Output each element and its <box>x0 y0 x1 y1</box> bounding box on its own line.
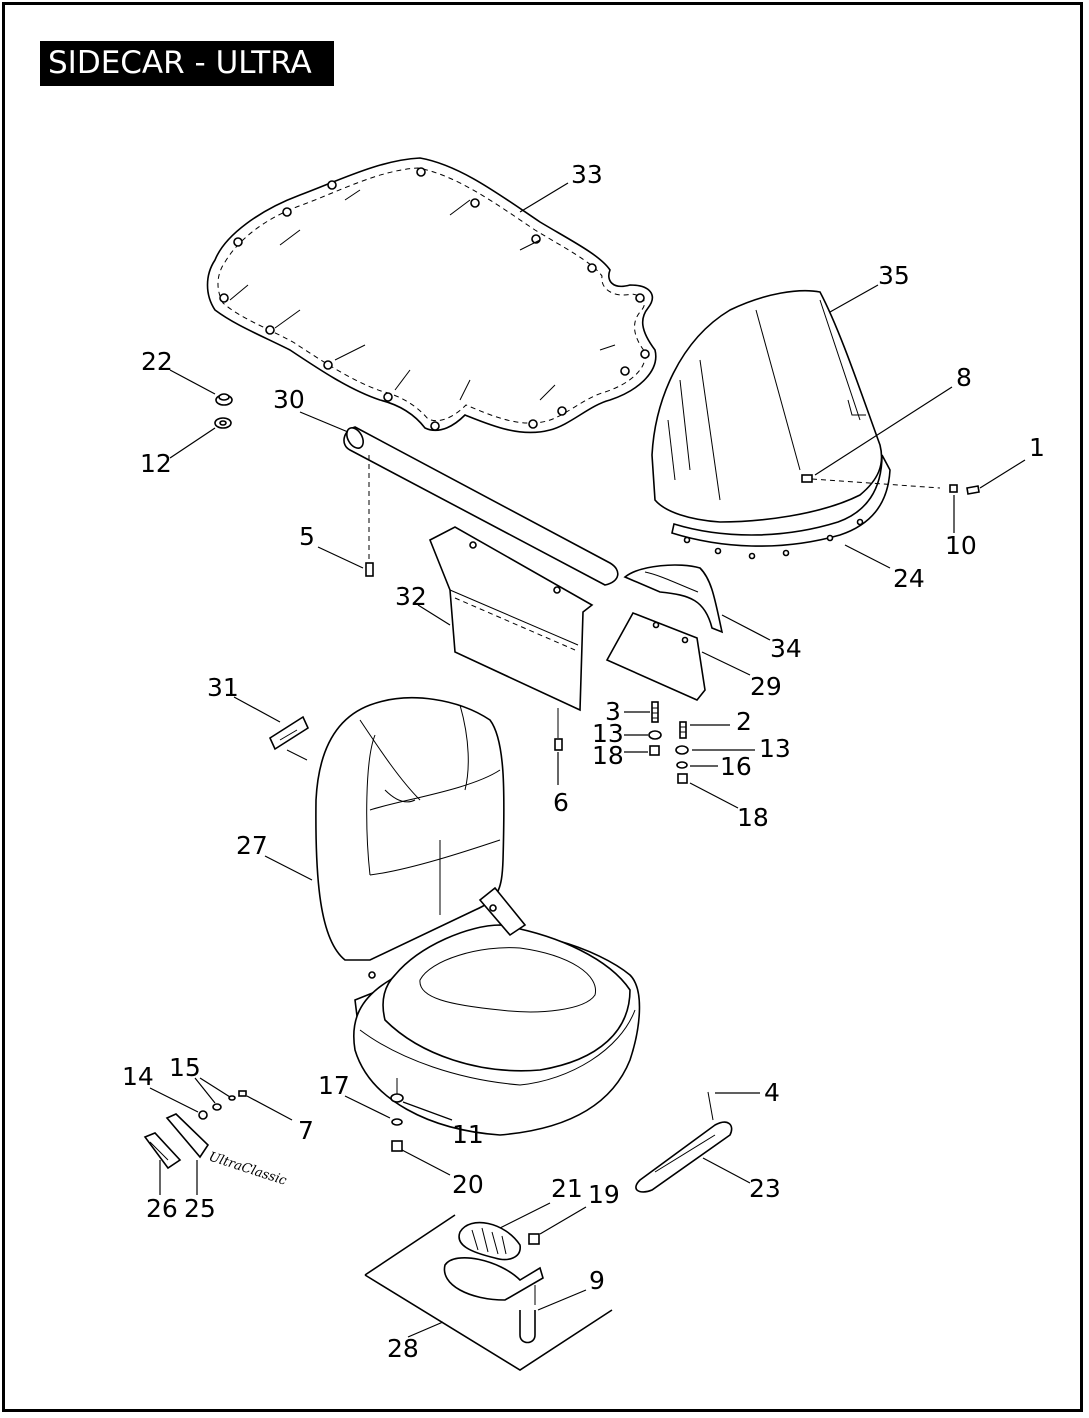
ultraclassic-script: UltraClassic <box>207 1150 289 1189</box>
callout-3: 3 <box>605 697 621 726</box>
callout-20: 20 <box>452 1170 484 1199</box>
callout-18-right: 18 <box>737 803 769 832</box>
callout-16: 16 <box>720 752 752 781</box>
part-28-floor-outline <box>364 1214 613 1371</box>
part-23-floorboard <box>635 1121 733 1193</box>
part-16-lockwasher <box>676 761 688 769</box>
callout-12: 12 <box>140 449 172 478</box>
part-2-stud <box>679 721 687 739</box>
part-15-washers <box>212 1095 236 1111</box>
callout-11: 11 <box>452 1120 484 1149</box>
callout-10: 10 <box>945 531 977 560</box>
part-7-screw <box>238 1090 247 1097</box>
callout-24: 24 <box>893 564 925 593</box>
callout-8: 8 <box>956 363 972 392</box>
callout-18-left: 18 <box>592 741 624 770</box>
callout-13-left: 13 <box>592 719 624 748</box>
part-9-u-bolt <box>519 1285 536 1344</box>
callout-29: 29 <box>750 672 782 701</box>
callout-13-right: 13 <box>759 734 791 763</box>
part-6-screw <box>554 708 563 751</box>
part-1-screw <box>966 485 980 495</box>
callout-27: 27 <box>236 831 268 860</box>
callout-4: 4 <box>764 1078 780 1107</box>
callout-21: 21 <box>551 1174 583 1203</box>
callout-6: 6 <box>553 788 569 817</box>
part-19-nut <box>528 1233 540 1245</box>
part-27-seat <box>315 696 641 1136</box>
callout-5: 5 <box>299 522 315 551</box>
part-5-screw <box>365 562 374 577</box>
callout-34: 34 <box>770 634 802 663</box>
part-11-washer <box>390 1078 404 1126</box>
part-32-storage-pouch <box>428 526 594 712</box>
part-3-stud <box>651 701 659 723</box>
callout-17: 17 <box>318 1071 350 1100</box>
part-18-nut-left <box>649 745 660 756</box>
part-13-washer-right <box>675 745 689 755</box>
part-33-tonneau-cover <box>206 157 657 434</box>
callout-7: 7 <box>298 1116 314 1145</box>
part-34-hand-grip <box>623 564 724 634</box>
callout-32: 32 <box>395 582 427 611</box>
callout-14: 14 <box>122 1062 154 1091</box>
callout-1: 1 <box>1029 433 1045 462</box>
callout-35: 35 <box>878 261 910 290</box>
part-20-nut <box>391 1140 403 1152</box>
callout-2: 2 <box>736 707 752 736</box>
callout-labels: 33 35 22 12 30 8 1 10 24 5 32 34 29 31 3… <box>122 160 1045 1363</box>
part-22-grommet <box>215 393 233 406</box>
part-26-emblem <box>143 1132 182 1170</box>
part-24-windshield-trim <box>671 454 891 560</box>
part-12-washer <box>214 417 232 429</box>
part-21-footpad <box>458 1221 521 1261</box>
callout-9: 9 <box>589 1266 605 1295</box>
part-14-grommet <box>198 1110 208 1120</box>
part-18-nut-right <box>677 773 688 784</box>
leader-lines <box>149 182 1026 1338</box>
callout-33: 33 <box>571 160 603 189</box>
page-title: SIDECAR - ULTRA <box>40 41 334 86</box>
callout-28: 28 <box>387 1334 419 1363</box>
callout-19: 19 <box>588 1180 620 1209</box>
part-35-windshield <box>651 289 883 523</box>
part-footrest-bracket <box>443 1257 544 1301</box>
part-10-nut <box>949 484 958 493</box>
callout-30: 30 <box>273 385 305 414</box>
callout-23: 23 <box>749 1174 781 1203</box>
callout-25: 25 <box>184 1194 216 1223</box>
part-8-screw <box>801 474 941 489</box>
callout-22: 22 <box>141 347 173 376</box>
part-4-screw <box>707 1091 714 1121</box>
part-29-bracket <box>605 612 706 701</box>
callout-31: 31 <box>207 673 239 702</box>
part-30-grab-bar <box>343 426 619 586</box>
part-13-washer-left <box>648 730 662 740</box>
callout-26: 26 <box>146 1194 178 1223</box>
part-25-emblem-base <box>165 1113 210 1159</box>
callout-15: 15 <box>169 1053 201 1082</box>
part-31-plate <box>268 715 310 761</box>
